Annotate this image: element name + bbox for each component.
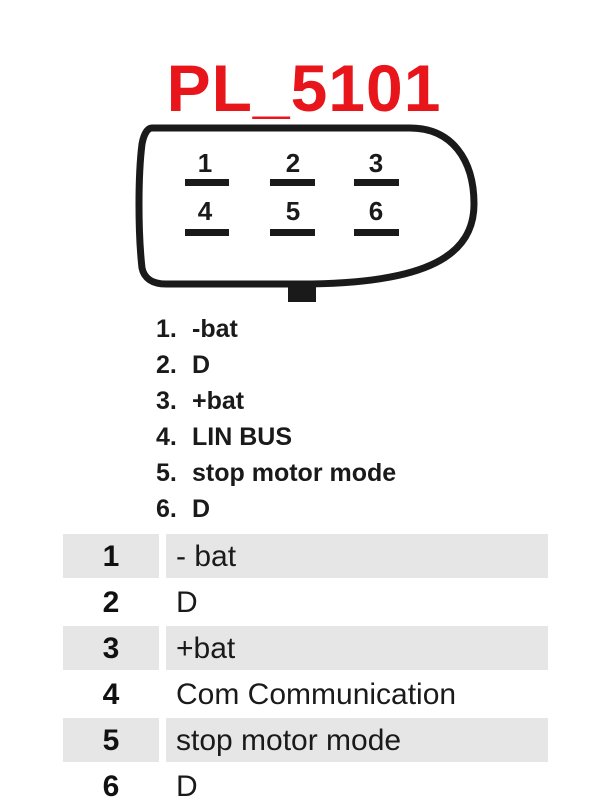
pin-description-cell: Com Communication [176, 678, 457, 711]
pin-5-number: 5 [286, 196, 300, 226]
legend-number: 4. [156, 423, 177, 451]
pin-number-cell: 6 [102, 770, 120, 803]
pin-legend: 1. -bat 2. D 3. +bat 4. LIN BUS 5. stop motor… [156, 311, 396, 527]
legend-label: D [192, 351, 211, 379]
pin-number-cell: 1 [63, 534, 159, 578]
legend-number: 2. [156, 351, 177, 379]
table-row: 2 D [63, 580, 548, 626]
pin-4-number: 4 [198, 196, 213, 226]
part-number-title: PL_5101 [166, 51, 442, 125]
legend-label: stop motor mode [192, 459, 397, 487]
pin-1-number: 1 [198, 148, 212, 178]
pin-2-terminal [270, 179, 315, 186]
pin-1-terminal [185, 179, 229, 186]
table-row: 4 Com Communication [63, 672, 548, 718]
pin-description-cell: D [176, 586, 198, 619]
pin-6-number: 6 [369, 196, 383, 226]
table-row: 6 D [63, 764, 548, 810]
legend-item: 2. D [156, 347, 396, 383]
pin-2-number: 2 [286, 148, 300, 178]
legend-item: 4. LIN BUS [156, 419, 396, 455]
pin-description-cell: - bat [166, 534, 548, 578]
pin-function-table: 1 - bat 2 D 3 +bat 4 Com Communication 5… [63, 534, 548, 810]
table-row: 1 - bat [63, 534, 548, 580]
pin-number-cell: 4 [102, 678, 120, 711]
legend-number: 1. [156, 315, 177, 343]
pin-description-cell: +bat [166, 626, 548, 670]
pin-number-cell: 5 [63, 718, 159, 762]
legend-label: +bat [192, 387, 245, 415]
table-row: 3 +bat [63, 626, 548, 672]
connector-housing [135, 124, 478, 288]
legend-item: 5. stop motor mode [156, 455, 396, 491]
pin-number-cell: 3 [63, 626, 159, 670]
table-row: 5 stop motor mode [63, 718, 548, 764]
legend-item: 6. D [156, 491, 396, 527]
pin-5-terminal [270, 229, 315, 236]
connector-key-tab [288, 284, 316, 302]
pin-4-terminal [185, 229, 229, 236]
pin-3-terminal [354, 179, 399, 186]
legend-item: 3. +bat [156, 383, 396, 419]
pin-number-cell: 2 [102, 586, 120, 619]
legend-label: LIN BUS [192, 423, 292, 451]
legend-number: 6. [156, 495, 177, 523]
pin-6-terminal [354, 229, 399, 236]
pin-3-number: 3 [369, 148, 383, 178]
legend-label: D [192, 495, 211, 523]
legend-label: -bat [192, 315, 238, 343]
legend-item: 1. -bat [156, 311, 396, 347]
connector-diagram: 1 2 3 4 5 6 [135, 124, 478, 302]
pin-description-cell: stop motor mode [166, 718, 548, 762]
pin-description-cell: D [176, 770, 198, 803]
legend-number: 5. [156, 459, 177, 487]
legend-number: 3. [156, 387, 177, 415]
